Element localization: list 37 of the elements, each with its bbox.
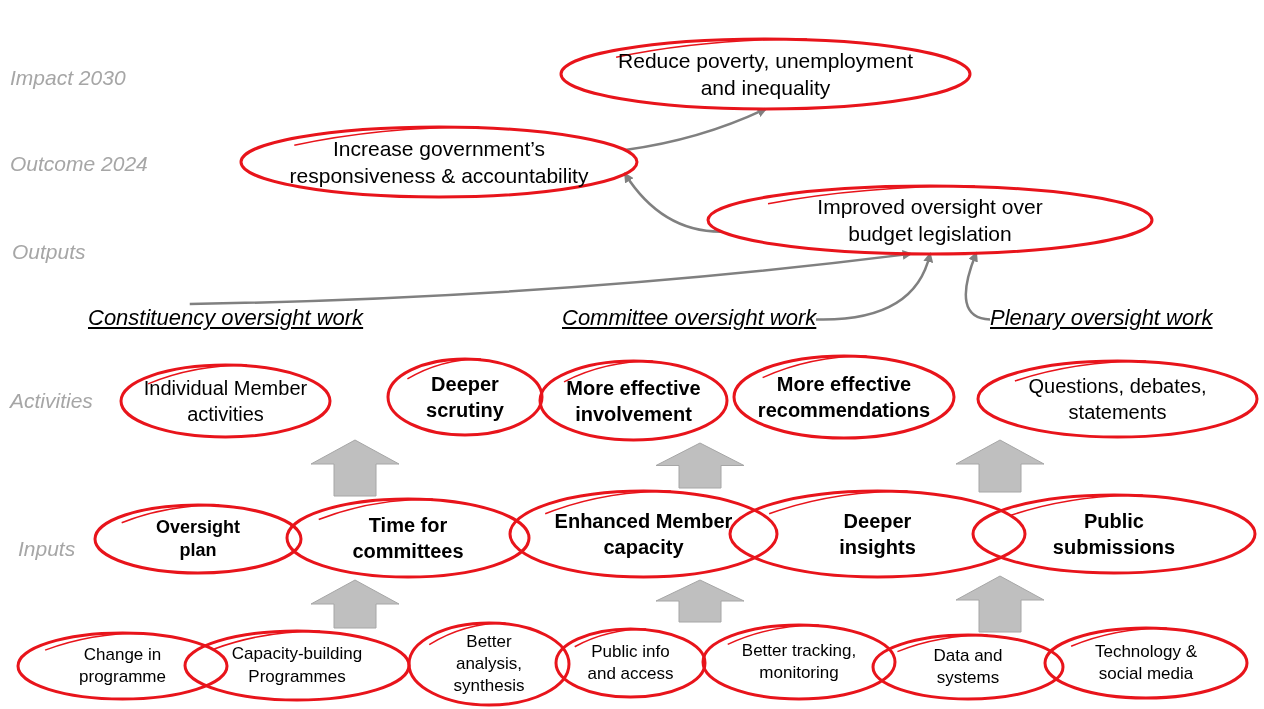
output-text: Plenary oversight work — [990, 304, 1213, 332]
arrow — [623, 172, 722, 233]
arrow — [816, 252, 933, 321]
ellipse-node: Change in programme — [15, 630, 230, 702]
ellipse-node: Data and systems — [870, 632, 1066, 702]
ellipse-node: Individual Member activities — [118, 362, 333, 440]
block-arrow — [655, 579, 745, 623]
ellipse-node: Public submissions — [970, 492, 1258, 576]
ellipse-node: Increase government’s responsiveness & accountability — [238, 124, 640, 200]
ellipse-node: More effective involvement — [537, 358, 730, 443]
ellipse-node: Reduce poverty, unemployment and inequality — [558, 36, 973, 112]
ellipse-node: Deeper scrutiny — [385, 356, 545, 438]
block-arrow — [955, 575, 1045, 633]
output-text: Constituency oversight work — [88, 304, 364, 332]
ellipse-node: Oversight plan — [92, 502, 304, 576]
output-text: Committee oversight work — [562, 304, 817, 332]
row-label: Inputs — [18, 537, 76, 561]
arrow — [624, 107, 768, 152]
ellipse-node: Technology & social media — [1042, 625, 1250, 701]
row-label: Outcome 2024 — [10, 152, 148, 176]
ellipse-node: Time for committees — [284, 496, 532, 580]
row-label: Activities — [10, 389, 93, 413]
ellipse-node: Public info and access — [553, 626, 708, 700]
block-arrow — [310, 579, 400, 629]
ellipse-node: Capacity-building Programmes — [182, 628, 412, 703]
ellipse-node: Better analysis, synthesis — [406, 620, 572, 708]
row-label: Outputs — [12, 240, 86, 264]
ellipse-node: Questions, debates, statements — [975, 358, 1260, 440]
ellipse-node: Enhanced Member capacity — [507, 488, 780, 580]
ellipse-node: Improved oversight over budget legislation — [705, 183, 1155, 257]
arrow — [189, 249, 913, 306]
row-label: Impact 2030 — [10, 66, 126, 90]
ellipse-node: Better tracking, monitoring — [700, 622, 898, 702]
ellipse-node: More effective recommendations — [731, 353, 957, 441]
block-arrow — [310, 439, 400, 497]
block-arrow — [655, 442, 745, 489]
block-arrow — [955, 439, 1045, 493]
